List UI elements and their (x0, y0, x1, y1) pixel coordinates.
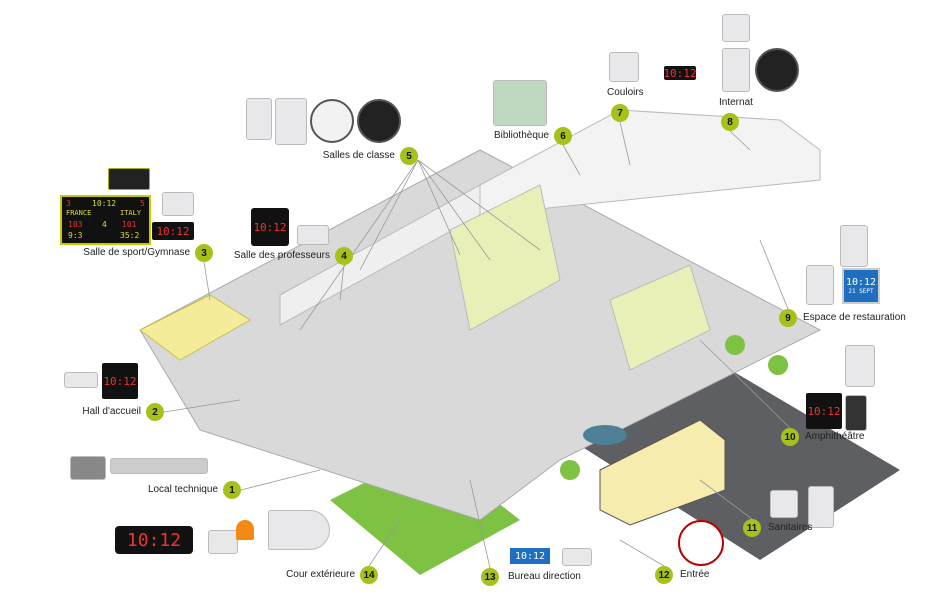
callout-6[interactable]: 6 (554, 127, 572, 145)
speaker (845, 345, 875, 387)
label-hall-accueil: Hall d'accueil (82, 406, 141, 417)
label-sanitaires: Sanitaires (768, 522, 813, 533)
label-entree: Entrée (680, 569, 710, 580)
callout-7[interactable]: 7 (611, 104, 629, 122)
home-fouls: 3 (66, 199, 71, 208)
away-team: ITALY (120, 209, 142, 217)
gym-scoreboard: 3 10:12 5 FRANCE ITALY 103 4 101 9:3 35:… (60, 195, 151, 245)
led-display (806, 265, 834, 305)
home-team: FRANCE (66, 209, 92, 217)
callout-14[interactable]: 14 (360, 566, 378, 584)
wall-unit (845, 395, 867, 431)
callout-3[interactable]: 3 (195, 244, 213, 262)
control-keypad (297, 225, 329, 245)
horn-speaker (268, 510, 330, 550)
clock-date: 21 SEPT (848, 287, 874, 295)
digital-clock: 10:12 (510, 548, 550, 564)
speaker (722, 14, 750, 42)
callout-8[interactable]: 8 (721, 113, 739, 131)
led-clock: 10:12 (251, 208, 289, 246)
led-clock: 10:12 (102, 363, 138, 399)
amphitheatre-wall (609, 264, 711, 371)
tree (560, 460, 580, 480)
scoreboard-time: 10:12 (92, 199, 117, 208)
label-salle-professeurs: Salle des professeurs (233, 250, 330, 261)
wall-unit (808, 486, 834, 528)
callout-11[interactable]: 11 (743, 519, 761, 537)
analog-clock (357, 99, 401, 143)
speaker (840, 225, 868, 267)
lcd-clock (493, 80, 547, 126)
callout-12[interactable]: 12 (655, 566, 673, 584)
tree (725, 335, 745, 355)
large-led-clock: 10:12 (115, 526, 193, 554)
analog-clock (310, 99, 354, 143)
bus (599, 419, 726, 526)
gym-bleachers (139, 294, 251, 361)
speaker (609, 52, 639, 82)
period: 4 (102, 220, 107, 229)
tree (768, 355, 788, 375)
label-bibliotheque: Bibliothèque (493, 130, 549, 141)
led-clock: 10:12 (663, 66, 697, 80)
callout-9[interactable]: 9 (779, 309, 797, 327)
beacon-light-icon (236, 520, 254, 540)
callout-10[interactable]: 10 (781, 428, 799, 446)
away-fouls: 5 (140, 199, 145, 208)
tree (452, 520, 472, 540)
label-bureau-direction: Bureau direction (508, 571, 581, 582)
classroom-wall (449, 184, 561, 331)
digital-date-clock: 10:12 21 SEPT (842, 268, 880, 304)
home-sub: 9:3 (68, 231, 83, 240)
microphone-console (64, 372, 98, 388)
control-keypad (562, 548, 592, 566)
control-box (208, 530, 238, 554)
away-sub: 35:2 (120, 231, 140, 240)
callout-4[interactable]: 4 (335, 247, 353, 265)
scoreboard-controller (108, 168, 150, 190)
led-clock: 10:12 (806, 393, 842, 429)
home-score: 103 (68, 220, 83, 229)
speaker (246, 98, 272, 140)
callout-5[interactable]: 5 (400, 147, 418, 165)
equipment-box (70, 456, 106, 480)
callout-13[interactable]: 13 (481, 568, 499, 586)
rack-unit (110, 458, 208, 474)
control-keypad (162, 192, 194, 216)
label-local-technique: Local technique (147, 484, 218, 495)
away-score: 101 (122, 220, 137, 229)
label-salles-classe: Salles de classe (322, 150, 395, 161)
clock-time: 10:12 (845, 276, 877, 288)
speaker (770, 490, 798, 518)
leader-lines (163, 121, 791, 569)
analog-clock (678, 520, 724, 566)
speaker (722, 48, 750, 92)
led-clock: 10:12 (152, 222, 194, 240)
label-restauration: Espace de restauration (803, 312, 906, 323)
label-cour-exterieure: Cour extérieure (286, 569, 355, 580)
car (583, 425, 627, 445)
analog-clock (755, 48, 799, 92)
callout-2[interactable]: 2 (146, 403, 164, 421)
callout-1[interactable]: 1 (223, 481, 241, 499)
label-couloirs: Couloirs (607, 87, 644, 98)
label-gymnase: Salle de sport/Gymnase (83, 247, 190, 258)
label-amphitheatre: Amphithéâtre (805, 431, 865, 442)
label-internat: Internat (719, 97, 753, 108)
led-display (275, 98, 307, 145)
